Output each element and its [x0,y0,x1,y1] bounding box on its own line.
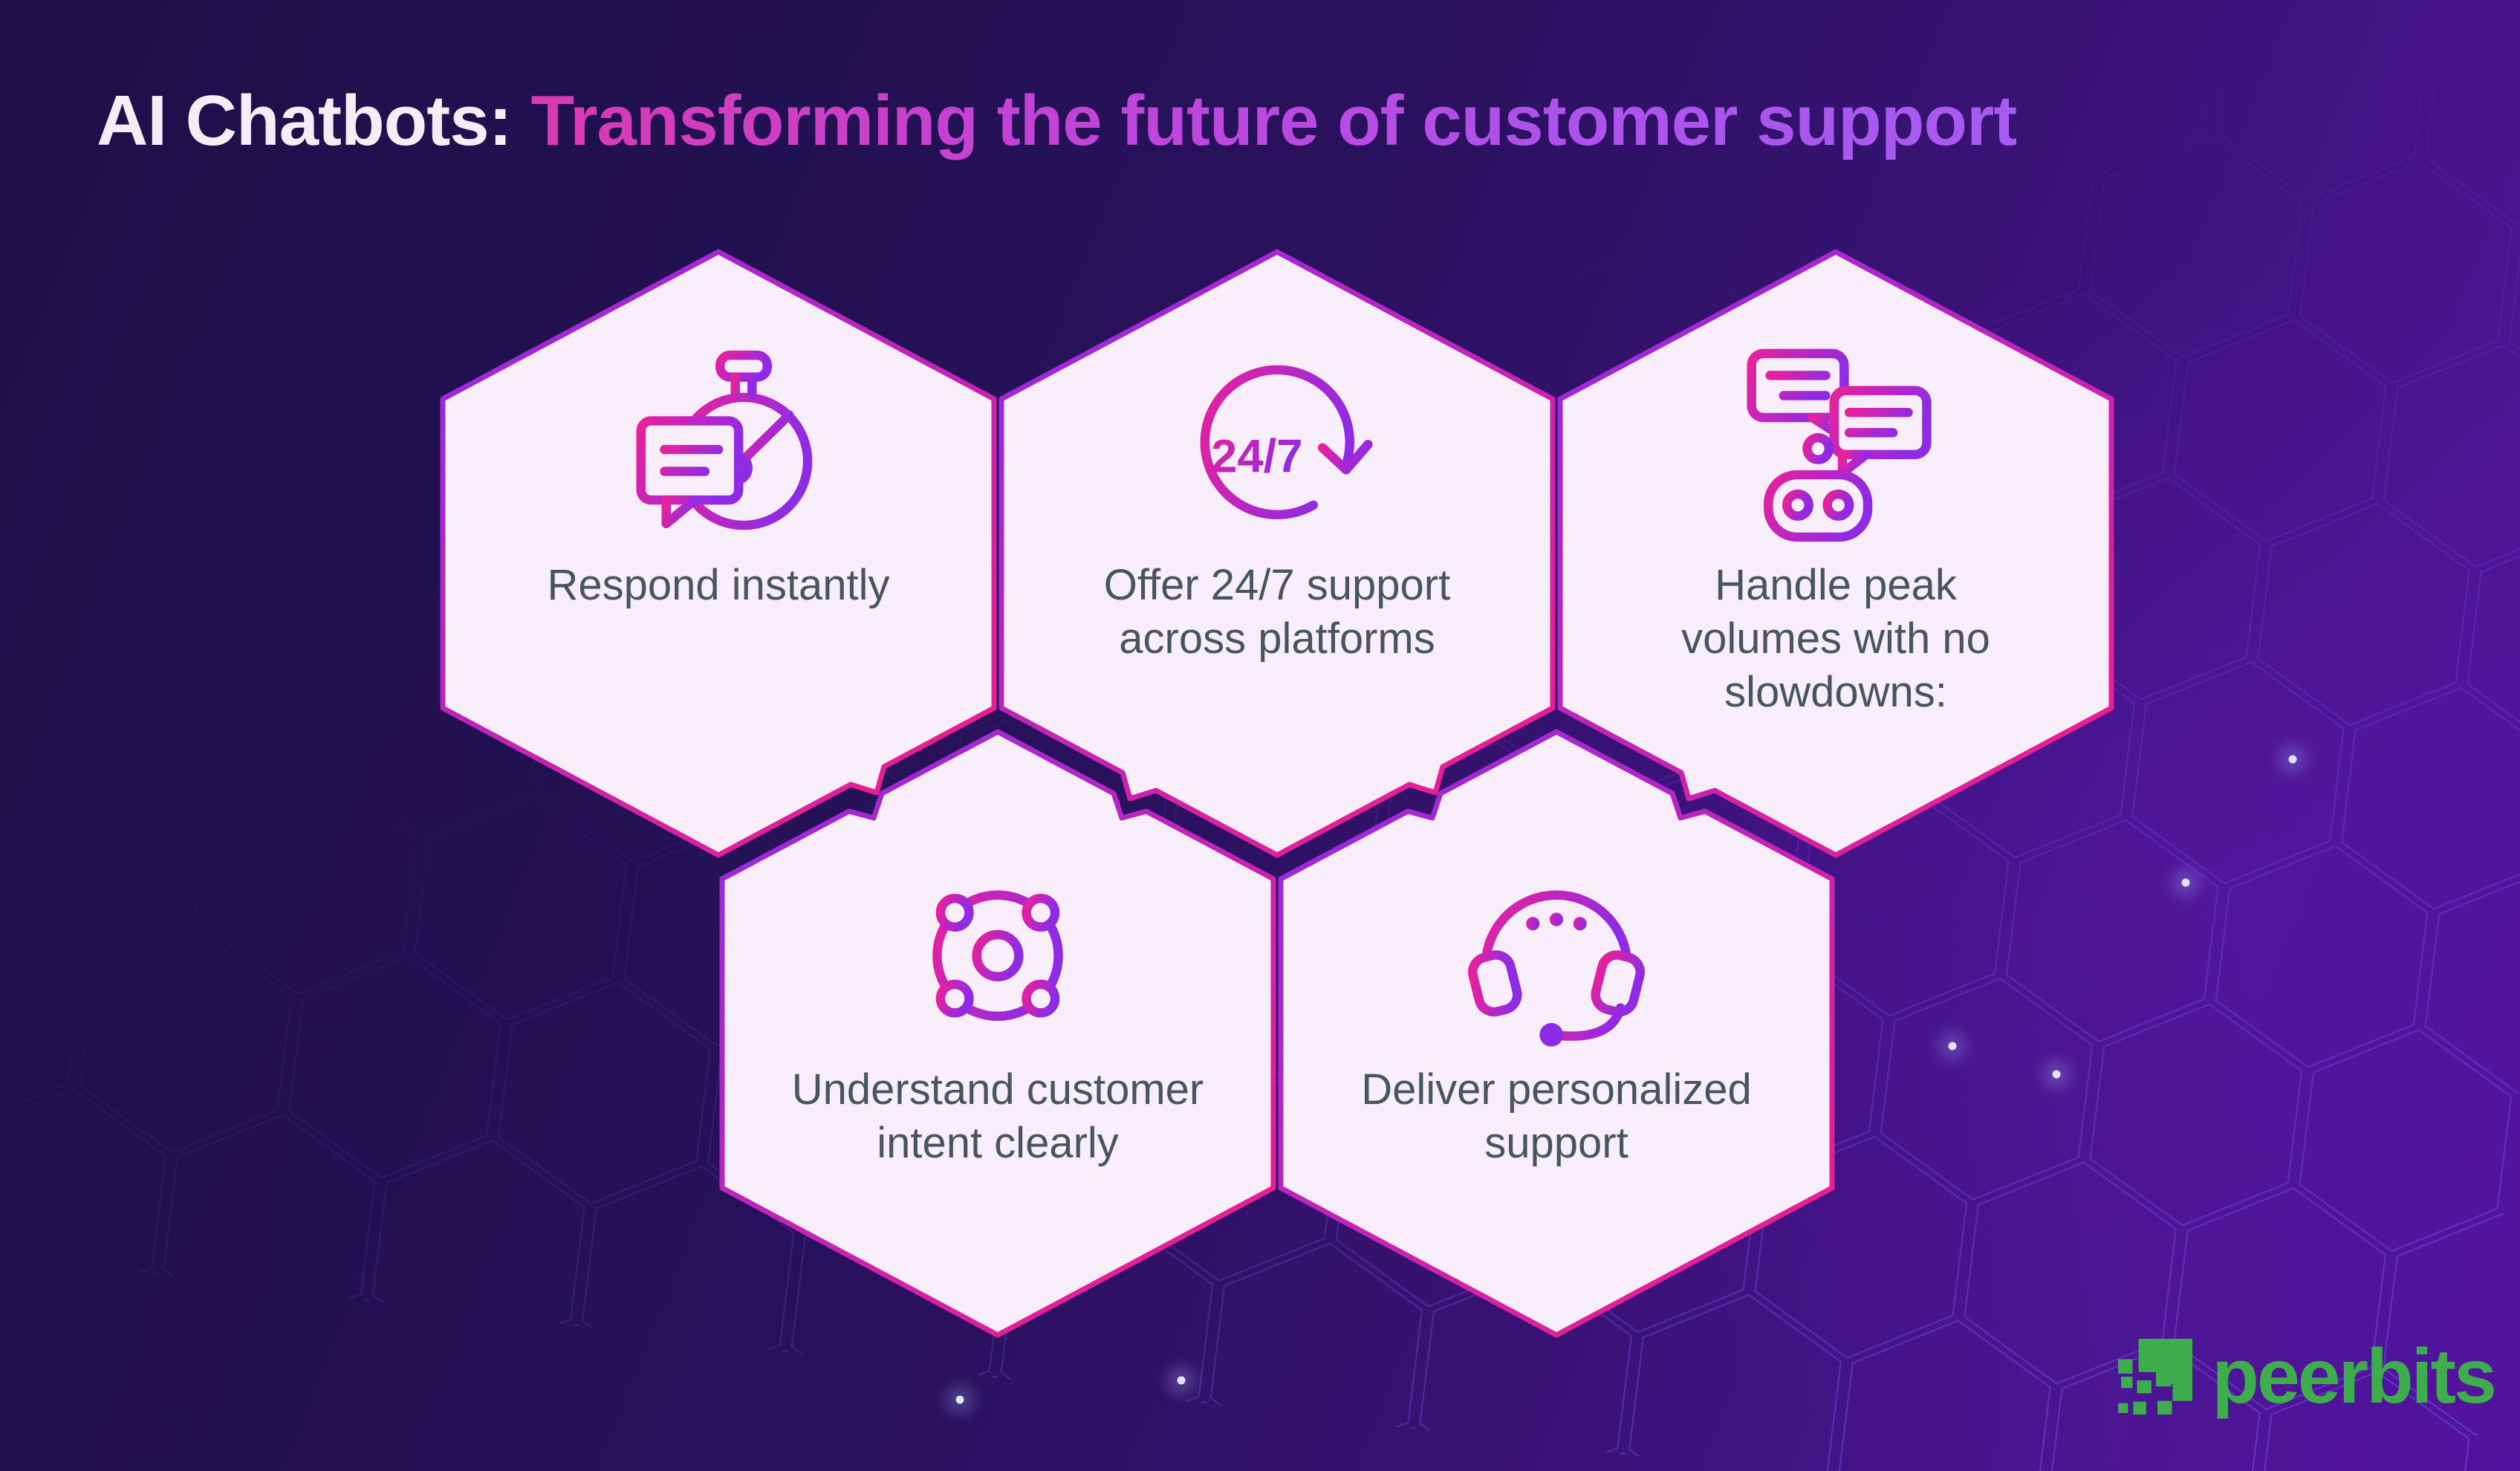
card-respond-instantly: Respond instantly [496,308,941,814]
chatbot-conversation-icon [1735,342,1937,544]
hexagon-shape-1 [440,249,997,858]
card-handle-peak-volumes: Handle peak volumes with no slowdowns: [1613,308,2059,814]
card-label: Offer 24/7 support across platforms [1103,561,1451,663]
headset-support-icon [1455,846,1657,1048]
network-nodes-icon [897,846,1099,1048]
card-label: Respond instantly [547,561,890,609]
card-label: Handle peak volumes with no slowdowns: [1681,561,1990,716]
page-title: AI Chatbots:Transforming the future of c… [97,80,2018,162]
card-label: Deliver personalized support [1361,1065,1752,1167]
hexagon-shape-3 [1557,249,2114,858]
peerbits-logo: peerbits [2117,1334,2497,1420]
24-7-refresh-arrow-icon: 24/7 [1176,342,1378,544]
title-prefix: AI Chatbots: [97,81,513,160]
card-understand-intent: Understand customer intent clearly [775,788,1221,1293]
stopwatch-chat-icon [617,342,819,544]
card-personalized-support: Deliver personalized support [1334,788,1779,1293]
hexagon-shape-2 [998,249,1556,858]
icon-24-7-label: 24/7 [1211,430,1303,482]
hexagon-shape-4 [719,729,1276,1338]
peerbits-pixel-icon [2117,1337,2195,1416]
title-highlight: Transforming the future of customer supp… [530,81,2018,160]
card-label: Understand customer intent clearly [791,1065,1204,1167]
peerbits-logo-text: peerbits [2212,1334,2497,1420]
card-24-7-support: 24/7 Offer 24/7 support across platforms [1054,308,1500,814]
